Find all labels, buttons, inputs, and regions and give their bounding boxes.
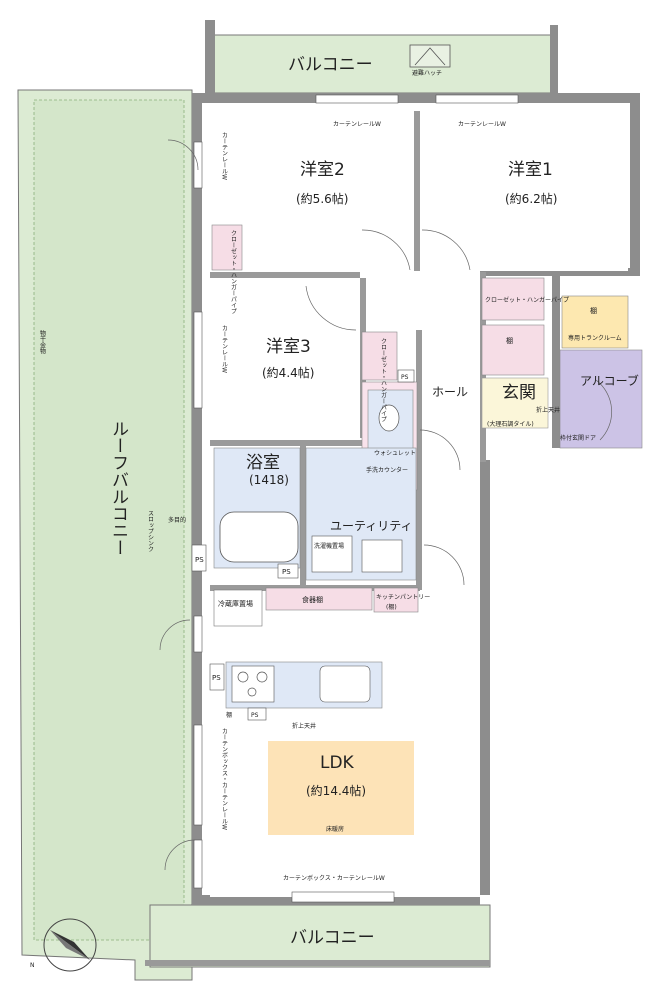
fridge-label: 冷蔵庫置場 <box>218 599 253 608</box>
balcony-bottom-area <box>149 904 491 968</box>
bedroom3-size: (約4.4帖) <box>262 365 314 380</box>
closet-bedroom3 <box>361 331 398 381</box>
ldk-name: LDK <box>320 753 355 773</box>
closet-bedroom2 <box>211 224 243 271</box>
curtain-rail-v3: カーテンボックス・カーテンレールW <box>221 728 228 830</box>
ps-box-3 <box>209 663 225 691</box>
fold-ceiling-label: 折上天井 <box>536 406 560 414</box>
hand-counter-label: 手洗カウンター <box>366 466 408 474</box>
balcony-bottom-label: バルコニー <box>290 928 375 948</box>
evac-hatch <box>409 44 451 68</box>
floor-heating-label: 床暖房 <box>326 825 344 833</box>
floor-heating-area <box>268 741 414 835</box>
curtain-rail-v2: カーテンレールW <box>221 325 228 373</box>
fridge-place <box>213 589 263 627</box>
burner-icon <box>237 671 249 683</box>
shelf-hall-label: 棚 <box>506 336 513 345</box>
wall-entry-right <box>552 268 560 448</box>
toilet-icon <box>378 404 400 432</box>
ps-label-2: PS <box>282 568 291 576</box>
burner-icon <box>256 671 268 683</box>
dish-shelf <box>265 587 373 611</box>
entrance-label: 玄関 <box>502 383 536 403</box>
bathtub-icon <box>219 511 299 563</box>
dish-shelf-label: 食器棚 <box>302 595 323 604</box>
slop-sink-label: スロップシンク <box>147 510 154 552</box>
alcove-label: アルコーブ <box>580 373 639 388</box>
floor-right <box>418 111 628 271</box>
window-top <box>291 94 519 903</box>
closet-hall <box>481 277 545 321</box>
balcony-top-wall-r <box>550 25 558 97</box>
ps-label-1: PS <box>195 556 204 564</box>
curtain-rail-v1: カーテンレールW <box>221 132 228 180</box>
ps-label-3: PS <box>212 674 221 682</box>
hall-label: ホール <box>432 385 468 399</box>
evac-hatch-triangle <box>414 47 446 66</box>
door-arcs <box>159 139 613 871</box>
gated-door-label: 枠付玄関ドア <box>560 434 596 442</box>
closet-bedroom3-label: クローゼット・ハンガーパイプ <box>380 338 387 422</box>
multi-faucet-label: 多目的 <box>168 516 186 524</box>
sink-icon <box>361 539 403 573</box>
curtain-box-label: カーテンボックス・カーテンレールW <box>283 874 385 882</box>
ldk-size: (約14.4帖) <box>306 783 366 798</box>
compass-icon <box>43 918 97 972</box>
bedroom3-name: 洋室3 <box>266 337 311 357</box>
rain-gutter-label: 物干金物 <box>39 329 46 355</box>
closet-hall-label: クローゼット・ハンガーパイプ <box>485 296 569 304</box>
trunk-room <box>561 295 629 349</box>
bedroom2-name: 洋室2 <box>300 160 345 180</box>
entrance-note: (大理石調タイル) <box>487 420 534 428</box>
fold-ceiling-ldk: 折上天井 <box>292 722 316 730</box>
kitchen-shelf-label: 棚 <box>226 711 232 719</box>
ps-box-1 <box>191 544 207 572</box>
evac-hatch-label: 避難ハッチ <box>412 69 442 77</box>
pantry-label: キッチンパントリー <box>376 594 430 601</box>
pantry-shelf-label: (棚) <box>386 603 397 611</box>
bedroom2-size: (約5.6帖) <box>296 191 348 206</box>
window-left <box>193 141 203 889</box>
ps-box-2 <box>277 563 299 579</box>
pantry <box>373 587 419 613</box>
compass-label: N <box>30 962 35 969</box>
closet-bedroom2-label: クローゼット・ハンガーパイプ <box>230 230 237 314</box>
balcony-bottom-rail <box>145 960 490 966</box>
washer-place <box>311 535 353 573</box>
curtain-rail-label-1: カーテンレールW <box>333 121 381 128</box>
entrance-floor <box>481 377 549 429</box>
bath-name: 浴室 <box>246 453 280 473</box>
ps-label-5: PS <box>401 374 409 381</box>
burner-icon <box>247 687 257 697</box>
ps-label-4: PS <box>251 712 259 719</box>
washer-label: 洗濯機置場 <box>314 542 344 550</box>
bath-size: (1418) <box>249 473 289 487</box>
trunk-room-label: 専用トランクルーム <box>568 334 622 342</box>
kitchen-sink-icon <box>319 665 371 703</box>
utility-label: ユーティリティ <box>330 519 413 533</box>
roof-balcony-label: ルーフバルコニー <box>108 420 128 556</box>
ps-box-5 <box>397 369 415 383</box>
balcony-top-wall-l <box>205 20 215 98</box>
trunk-shelf-label: 棚 <box>590 306 597 315</box>
bedroom1-size: (約6.2帖) <box>505 191 557 206</box>
shelf-hall <box>481 324 545 376</box>
bedroom1-name: 洋室1 <box>508 160 553 180</box>
curtain-rail-label-2: カーテンレールW <box>458 121 506 128</box>
balcony-top-label: バルコニー <box>288 55 373 75</box>
roof-balcony-inner <box>33 99 185 941</box>
washlet-label: ウォシュレット <box>374 449 416 457</box>
alcove-area <box>559 349 643 449</box>
ps-box-4 <box>247 707 267 721</box>
